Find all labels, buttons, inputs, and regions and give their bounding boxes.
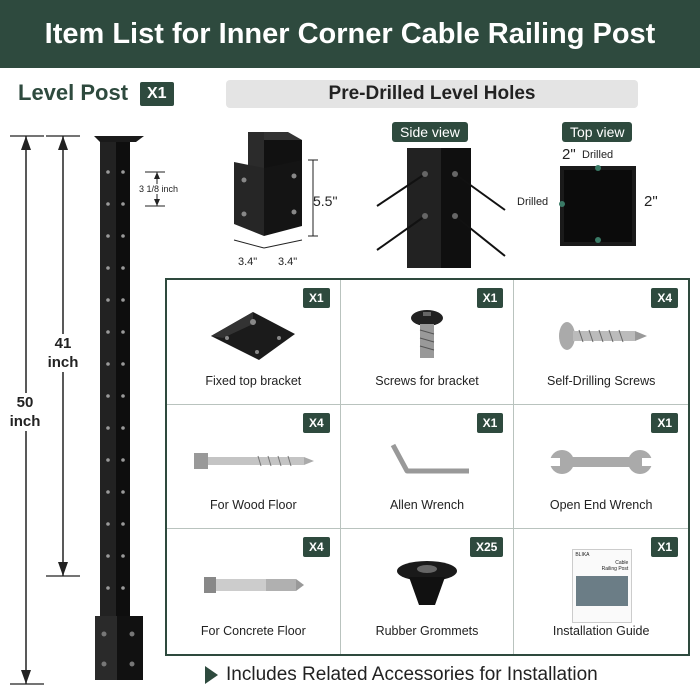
item-installation-guide: X1 BLIKA Cable Railing Post Installation… [514,529,688,654]
height-label-41: 41 inch [42,334,84,372]
post-hole [121,170,125,174]
grommet-icon [396,561,457,606]
post-hole [106,586,110,590]
lag-bolt-icon [194,452,315,469]
anchor-bolt-icon [204,577,305,594]
side-view-diagram [376,148,506,268]
post-hole [121,330,125,334]
guide-title-2: Railing Post [601,566,629,573]
post-hole [106,266,110,270]
level-post-diagram [10,135,165,685]
item-label: For Concrete Floor [200,623,306,638]
page-header: Item List for Inner Corner Cable Railing… [0,0,700,68]
post-hole [121,266,125,270]
hole-spacing-label: 3 1/8 inch [139,184,179,194]
open-end-wrench-icon [548,449,655,474]
guide-booklet-icon: BLIKA Cable Railing Post [572,549,633,624]
item-label: Open End Wrench [549,498,653,513]
post-hole [121,362,125,366]
qty-badge: X4 [302,537,330,558]
item-self-drilling-screws: X4 Self-Drilling Screws [514,280,688,405]
item-open-end-wrench: X1 Open End Wrench [514,405,688,530]
post-hole [121,298,125,302]
height-value-50: 50 [16,394,34,411]
post-hole [121,202,125,206]
item-allen-wrench: X1 Allen Wrench [340,404,515,530]
top-dim-2-label: 2" [644,193,658,210]
level-post-title: Level Post [18,80,129,105]
item-rubber-grommets: X25 Rubber Grommets [341,529,515,654]
item-label: Allen Wrench [389,498,465,513]
guide-brand: BLIKA [575,552,590,559]
post-hole [106,298,110,302]
qty-badge: X1 [302,288,330,308]
qty-badge: X1 [651,412,678,433]
guide-title-1: Cable [615,560,629,567]
item-fixed-top-bracket: X1 Fixed top bracket [167,280,341,405]
page-title: Item List for Inner Corner Cable Railing… [44,17,656,50]
item-label: Self-Drilling Screws [546,373,656,388]
footer: Includes Related Accessories for Install… [205,664,598,686]
item-for-concrete-floor: X4 For Concrete Floor [167,529,341,654]
guide-photo [576,576,629,607]
pre-drilled-title-text: Pre-Drilled Level Holes [328,83,536,104]
screw-icon [410,310,443,358]
allen-wrench-icon [390,443,469,474]
pre-drilled-title: Pre-Drilled Level Holes [226,80,638,108]
post-hole [121,522,125,526]
base-plate-diagram [233,132,318,249]
item-label: Installation Guide [552,623,650,638]
drilled-left-label: Drilled [517,196,549,208]
post-hole [106,490,110,494]
side-view-tab: Side view [392,122,468,142]
post-hole [121,426,125,430]
item-screws-for-bracket: X1 Screws for bracket [340,280,515,405]
height-label-50: 50 inch [0,393,50,431]
item-for-wood-floor: X4 For Wood Floor [167,404,341,530]
top-dim-1-label: 2" [562,146,576,163]
qty-badge: X25 [469,537,504,558]
height-value-41: 41 [54,335,72,352]
height-unit-41: inch [47,354,79,371]
post-hole [121,490,125,494]
drilled-bottom-label: Drilled [580,246,615,260]
item-label: Fixed top bracket [205,373,302,388]
base-width-a-label: 3.4" [238,256,258,268]
post-hole [106,234,110,238]
qty-badge: X1 [651,537,678,558]
accessories-grid: X1 Fixed top bracket X1 Screws for brack… [165,278,690,656]
post-hole [106,394,110,398]
post-hole [121,394,125,398]
qty-badge: X4 [302,412,330,433]
top-view-tab: Top view [562,122,633,142]
footer-text: Includes Related Accessories for Install… [226,664,598,685]
base-width-b-label: 3.4" [278,256,298,268]
level-post-qty-badge: X1 [140,82,174,106]
post-hole [106,202,110,206]
post-hole [106,554,110,558]
top-view-diagram [559,165,636,246]
bracket-icon [211,312,296,360]
drilled-top-label: Drilled [582,149,614,161]
post-hole [106,170,110,174]
item-label: Screws for bracket [375,373,479,388]
post-hole [121,586,125,590]
qty-badge: X1 [476,288,504,308]
item-label: Rubber Grommets [375,623,479,638]
post-hole [121,234,125,238]
arrow-icon [205,666,218,684]
post-hole [121,458,125,462]
qty-badge: X1 [476,412,504,433]
height-unit-50: inch [9,413,41,430]
self-drilling-screw-icon [559,322,648,350]
base-height-label: 5.5" [313,193,338,209]
post-hole [106,522,110,526]
post-hole [121,554,125,558]
qty-badge: X4 [651,288,678,308]
post-hole [106,426,110,430]
post-hole [106,330,110,334]
post-hole [106,458,110,462]
item-label: For Wood Floor [210,498,297,513]
post-hole [106,362,110,366]
